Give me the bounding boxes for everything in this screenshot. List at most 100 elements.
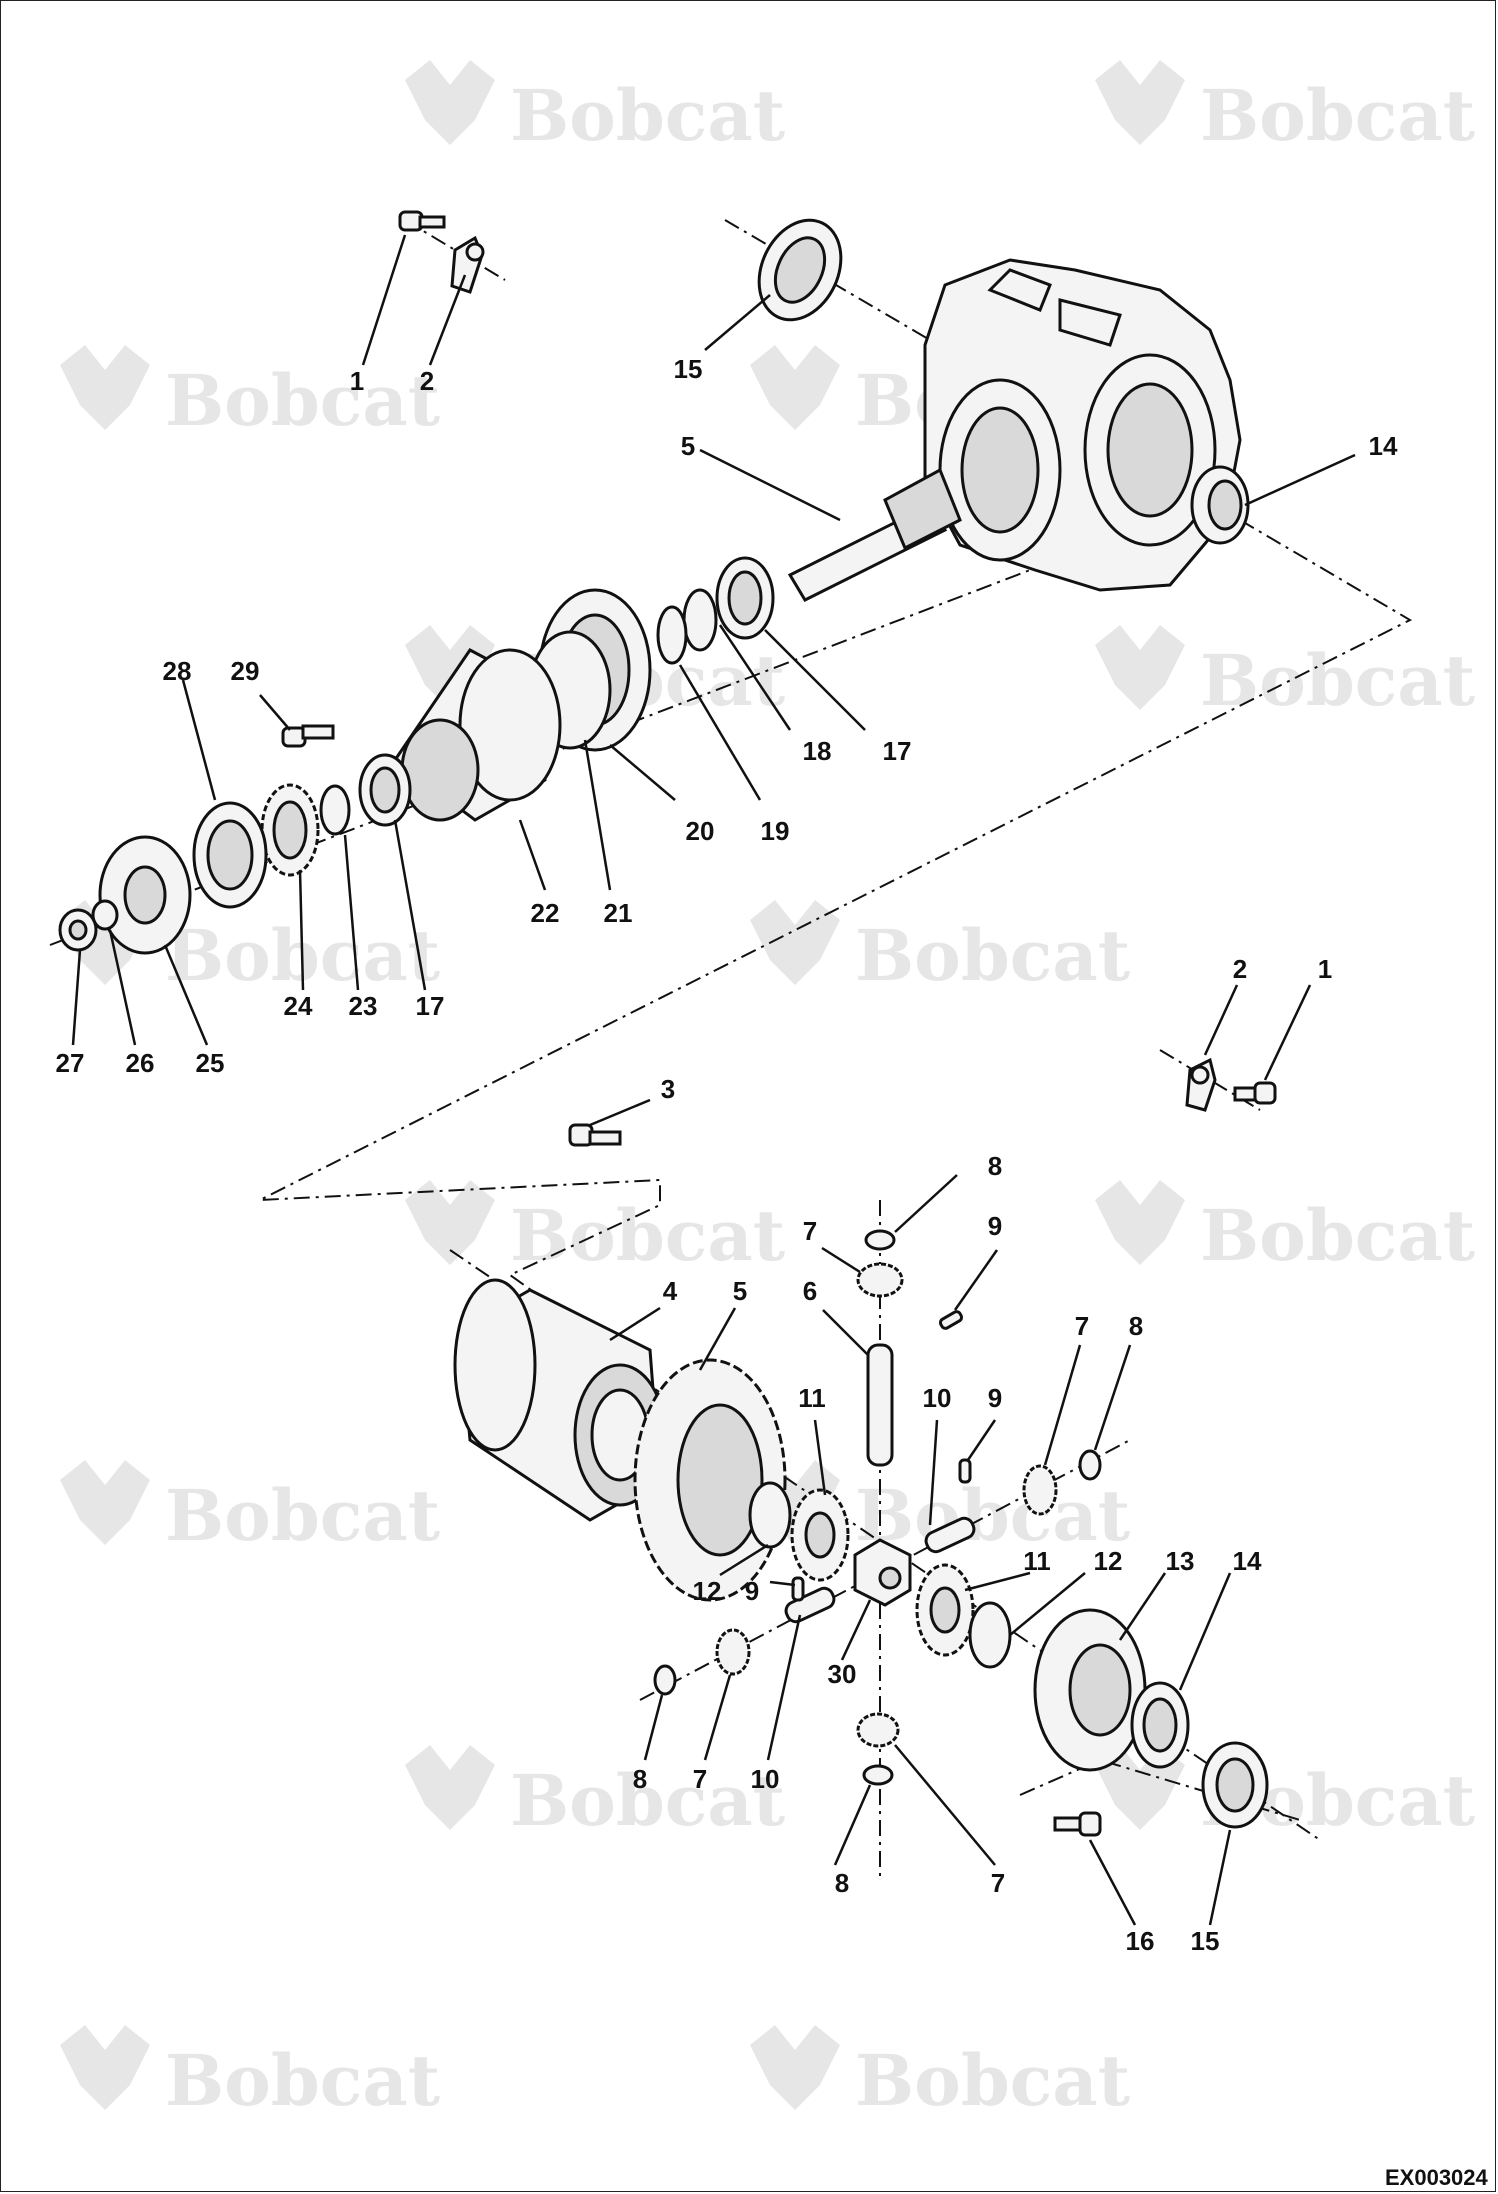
pinion-gear [856, 1262, 904, 1298]
watermark-text: Bobcat [510, 1759, 785, 1842]
watermark: Bobcat [750, 2025, 1130, 2122]
oil-seal [757, 218, 843, 322]
watermark-text: Bobcat [855, 914, 1130, 997]
watermark: Bobcat [405, 60, 785, 157]
pinion-shaft [787, 467, 962, 602]
oil-seal [1201, 1741, 1269, 1829]
pinion-gear [856, 1712, 900, 1748]
callout-7-top: 7 [803, 1216, 817, 1246]
watermark-text: Bobcat [1200, 1194, 1475, 1277]
callout-18: 18 [803, 736, 832, 766]
drive-gear [260, 783, 320, 877]
bolt [1233, 1081, 1277, 1105]
callout-1: 1 [350, 366, 364, 396]
roll-pin [958, 1458, 972, 1484]
callout-11-left: 11 [798, 1383, 826, 1413]
callout-2: 2 [420, 366, 434, 396]
watermark: Bobcat [750, 900, 1130, 997]
watermark-text: Bobcat [165, 2039, 440, 2122]
watermark-text: Bobcat [510, 1194, 785, 1277]
watermark-text: Bobcat [1200, 639, 1475, 722]
bolt [568, 1123, 622, 1147]
callout-14: 14 [1369, 431, 1398, 461]
callout-8-top: 8 [988, 1151, 1002, 1181]
callout-1-right: 1 [1318, 954, 1332, 984]
callout-9-top: 9 [988, 1211, 1002, 1241]
callout-10-top: 10 [923, 1383, 952, 1413]
watermark: Bobcat [750, 1460, 1130, 1557]
callout-21: 21 [604, 898, 633, 928]
thrust-washer [748, 1481, 792, 1549]
callout-12-left: 12 [693, 1576, 722, 1606]
callout-17-lower: 17 [416, 991, 445, 1021]
callout-9-left: 9 [745, 1576, 759, 1606]
callout-7-bottom: 7 [991, 1868, 1005, 1898]
callout-2-right: 2 [1233, 954, 1247, 984]
callout-24: 24 [284, 991, 313, 1021]
callout-10-bottom: 10 [751, 1764, 780, 1794]
roll-pin [938, 1310, 964, 1330]
thrust-washer [862, 1764, 894, 1786]
watermark: Bobcat [405, 1745, 785, 1842]
callout-12-right: 12 [1094, 1546, 1123, 1576]
callout-5-lower: 5 [733, 1276, 747, 1306]
axis-bolt-upper [404, 219, 506, 281]
callout-8-bottom: 8 [835, 1868, 849, 1898]
callout-3: 3 [661, 1074, 675, 1104]
nut [58, 908, 98, 952]
bearing-cup [1190, 465, 1250, 545]
callout-11-right: 11 [1023, 1546, 1051, 1576]
lock-plate [1185, 1057, 1217, 1112]
watermark: Bobcat [1095, 60, 1475, 157]
leader-lines-lower [589, 984, 1312, 1926]
watermark-text: Bobcat [855, 2039, 1130, 2122]
watermark: Bobcat [60, 2025, 440, 2122]
watermark-text: Bobcat [855, 1474, 1130, 1557]
thrust-washer [968, 1601, 1012, 1669]
short-pin [924, 1516, 976, 1554]
spacer [682, 588, 718, 652]
differential-case [453, 1278, 667, 1522]
callout-13: 13 [1166, 1546, 1195, 1576]
callout-15: 15 [674, 354, 703, 384]
thrust-washer [1078, 1449, 1102, 1481]
lock-plate [450, 235, 485, 294]
thrust-washer [653, 1664, 677, 1696]
cross-pin [866, 1343, 894, 1467]
callout-15-right: 15 [1191, 1926, 1220, 1956]
axis-upper-main [49, 504, 1201, 946]
watermark-text: Bobcat [165, 359, 440, 442]
spider-block [853, 1538, 912, 1607]
callout-30: 30 [828, 1659, 857, 1689]
callout-25: 25 [196, 1048, 225, 1078]
watermark: Bobcat [60, 1460, 440, 1557]
callout-8-left: 8 [633, 1764, 647, 1794]
callout-14-right: 14 [1233, 1546, 1262, 1576]
callout-27: 27 [56, 1048, 85, 1078]
washer [91, 899, 119, 931]
callout-20: 20 [686, 816, 715, 846]
roll-pin [791, 1576, 805, 1602]
callout-22: 22 [531, 898, 560, 928]
taper-bearing [358, 753, 412, 827]
callout-4: 4 [663, 1276, 678, 1306]
callout-9-mid: 9 [988, 1383, 1002, 1413]
bearing-carrier [392, 648, 562, 822]
callout-26: 26 [126, 1048, 155, 1078]
callout-19: 19 [761, 816, 790, 846]
drawing-code: EX003024 [1385, 2165, 1489, 2190]
differential-cover [1033, 1608, 1147, 1772]
watermark: Bobcat [1095, 1180, 1475, 1277]
callout-5: 5 [681, 431, 695, 461]
pinion-gear [715, 1628, 751, 1676]
shim [656, 605, 688, 665]
callout-29: 29 [231, 656, 260, 686]
axis-bearing-return [259, 519, 1413, 1301]
watermark-text: Bobcat [510, 74, 785, 157]
bolt [1053, 1811, 1102, 1837]
taper-bearing [1130, 1681, 1190, 1769]
short-pin [784, 1586, 836, 1624]
bolt [398, 210, 446, 232]
callout-7-right: 7 [1075, 1311, 1089, 1341]
